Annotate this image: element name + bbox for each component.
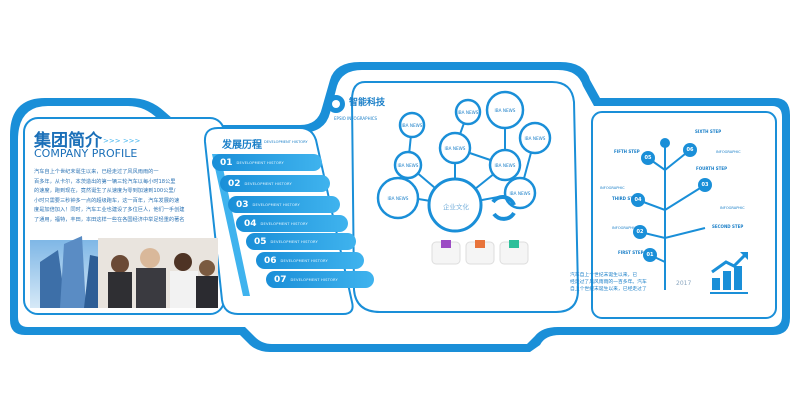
profile-title: 集团简介 <box>34 131 102 151</box>
step-label: SECOND STEP <box>712 224 744 229</box>
core-label: 企业文化 <box>443 203 469 211</box>
mind-map-node-label: IBA NEWS <box>509 191 531 196</box>
step-nodes <box>631 138 712 262</box>
steps-card <box>591 111 777 319</box>
step-label: FIRST STEP <box>618 250 644 255</box>
cycle-icon <box>491 195 516 221</box>
timeline-item-label: DEVELOPMENT HISTORY <box>244 181 292 186</box>
mind-map-node-label: IBA NEWS <box>401 123 423 128</box>
timeline-item-label: DEVELOPMENT HISTORY <box>236 160 284 165</box>
step-number: 05 <box>644 154 652 161</box>
mind-map-node-label: IBA NEWS <box>387 196 409 201</box>
brand-name: 智能科技 <box>349 98 386 108</box>
infographic-label: INFOGRAPHIC <box>612 226 637 230</box>
mind-map-node-label: IBA NEWS <box>524 136 546 141</box>
year-label: 2017 <box>676 280 692 287</box>
timeline-item-label: DEVELOPMENT HISTORY <box>270 239 318 244</box>
mind-map-node-label: IBA NEWS <box>494 108 516 113</box>
timeline-title-tag: DEVELOPMENT HISTORY <box>264 140 308 144</box>
profile-line: 小时只需要三秒钟多一点的超级跑车，这一百年，汽车发展的速 <box>34 197 180 204</box>
step-label: FOURTH STEP <box>696 166 728 171</box>
caption-line: 经走过了风风雨雨的一百多年。汽车 <box>570 280 647 285</box>
timeline-item-number: 01 <box>220 157 233 168</box>
growth-chart-icon <box>710 252 748 294</box>
step-number: 04 <box>634 196 642 203</box>
core-circle <box>427 177 483 233</box>
timeline-item-label: DEVELOPMENT HISTORY <box>252 202 300 207</box>
office-photo <box>30 236 218 308</box>
timeline-item-label: DEVELOPMENT HISTORY <box>290 277 338 282</box>
step-number: 02 <box>636 228 644 235</box>
profile-line: 汽车自上个世纪末诞生以来，已经走过了风风雨雨的一 <box>34 169 159 175</box>
infographic-label: INFOGRAPHIC <box>720 206 745 210</box>
profile-subtitle: COMPANY PROFILE <box>34 147 138 160</box>
timeline-item-number: 04 <box>244 218 257 229</box>
timeline-item-number: 06 <box>264 255 277 266</box>
mind-map-node-label: IBA NEWS <box>444 146 466 151</box>
brand-subtitle: EPSIO INFOGRAPHICS <box>334 116 378 121</box>
infographic-label: INFOGRAPHIC <box>600 186 625 190</box>
step-label: THIRD STEP <box>612 196 639 201</box>
timeline-item-number: 02 <box>228 178 241 189</box>
mind-map-node-label: IBA NEWS <box>457 110 479 115</box>
step-number: 03 <box>701 181 709 188</box>
profile-body: 汽车自上个世纪末诞生以来，已经走过了风风雨雨的一百多年，从卡尔，本茨造出的第一辆… <box>34 168 220 226</box>
step-label: SIXTH STEP <box>695 129 722 134</box>
profile-line: 百多年，从卡尔，本茨造出的第一辆三轮汽车以每小时18公里 <box>34 178 176 185</box>
timeline-item-number: 03 <box>236 199 249 210</box>
mind-map-node-label: IBA NEWS <box>494 163 516 168</box>
timeline-item-label: DEVELOPMENT HISTORY <box>260 221 308 226</box>
timeline-title: 发展历程 <box>222 140 262 151</box>
profile-line: 了通用，福特，丰田，本田这样一些在各国经济中举足轻重的著名 <box>34 216 185 223</box>
mind-map-node-label: IBA NEWS <box>397 163 419 168</box>
timeline-item-number: 05 <box>254 236 267 247</box>
profile-line: 的速度，跑到现在，竟然诞生了从速度为零到加速到100公里/ <box>34 188 176 195</box>
gear-icon <box>327 95 345 113</box>
infographic-label: INFOGRAPHIC <box>716 150 741 154</box>
profile-line: 度是加倍加入！同时，汽车工业也建设了多位巨人，他们一手创建 <box>34 207 185 214</box>
step-label: FIFTH STEP <box>614 149 640 154</box>
timeline-item-label: DEVELOPMENT HISTORY <box>280 258 328 263</box>
caption-line: 汽车自上个世纪末诞生以来，已 <box>570 273 638 278</box>
color-tags <box>431 240 529 265</box>
right-caption: 汽车自上个世纪末诞生以来，已经走过了风风雨雨的一百多年。汽车自上个世纪末诞生以来… <box>570 272 690 293</box>
step-number: 01 <box>646 251 654 258</box>
step-number: 06 <box>686 146 694 153</box>
profile-title-arrows: >>> >>> <box>103 137 141 145</box>
timeline-item-number: 07 <box>274 274 287 285</box>
caption-line: 自上个世纪末诞生以来，已经走过了 <box>570 287 647 292</box>
